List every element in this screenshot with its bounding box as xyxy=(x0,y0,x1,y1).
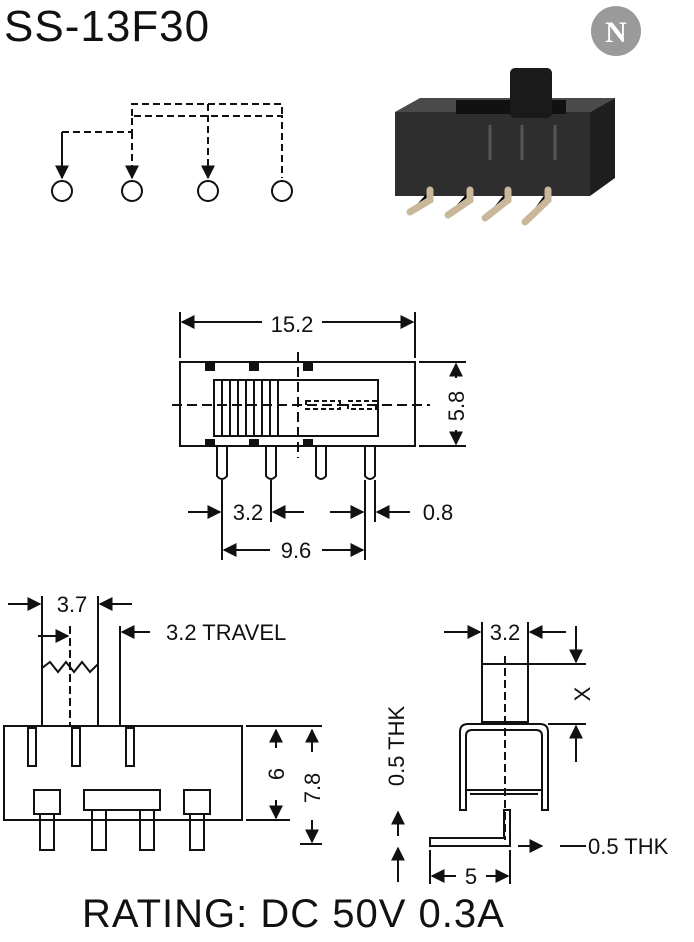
dim-thk-right: 0.5 THK xyxy=(588,834,669,859)
end-view-drawing xyxy=(391,622,586,884)
side-view-drawing xyxy=(3,596,322,851)
dim-pitch: 3.2 xyxy=(233,500,264,525)
electrical-rating: RATING: DC 50V 0.3A xyxy=(82,892,505,936)
dim-actuator-x: X xyxy=(570,686,595,701)
dim-body-height: 6 xyxy=(264,768,289,780)
switch-product-image xyxy=(395,68,615,226)
dim-actuator-width: 3.7 xyxy=(57,592,88,617)
dim-width: 15.2 xyxy=(271,312,314,337)
dim-end-width: 3.2 xyxy=(490,620,521,645)
n-brand-logo: N xyxy=(591,6,641,56)
top-view-drawing xyxy=(172,312,466,560)
dim-thk-vertical: 0.5 THK xyxy=(384,706,409,787)
dim-pin-span: 9.6 xyxy=(281,538,312,563)
part-number-title: SS-13F30 xyxy=(4,2,211,51)
dim-height: 5.8 xyxy=(444,391,469,422)
dim-total-height: 7.8 xyxy=(300,773,325,804)
dim-pin-width: 0.8 xyxy=(423,500,454,525)
travel-label: 3.2 TRAVEL xyxy=(166,620,286,645)
svg-text:N: N xyxy=(605,16,627,49)
switch-schematic xyxy=(51,103,293,202)
dim-lead-length: 5 xyxy=(465,864,477,889)
